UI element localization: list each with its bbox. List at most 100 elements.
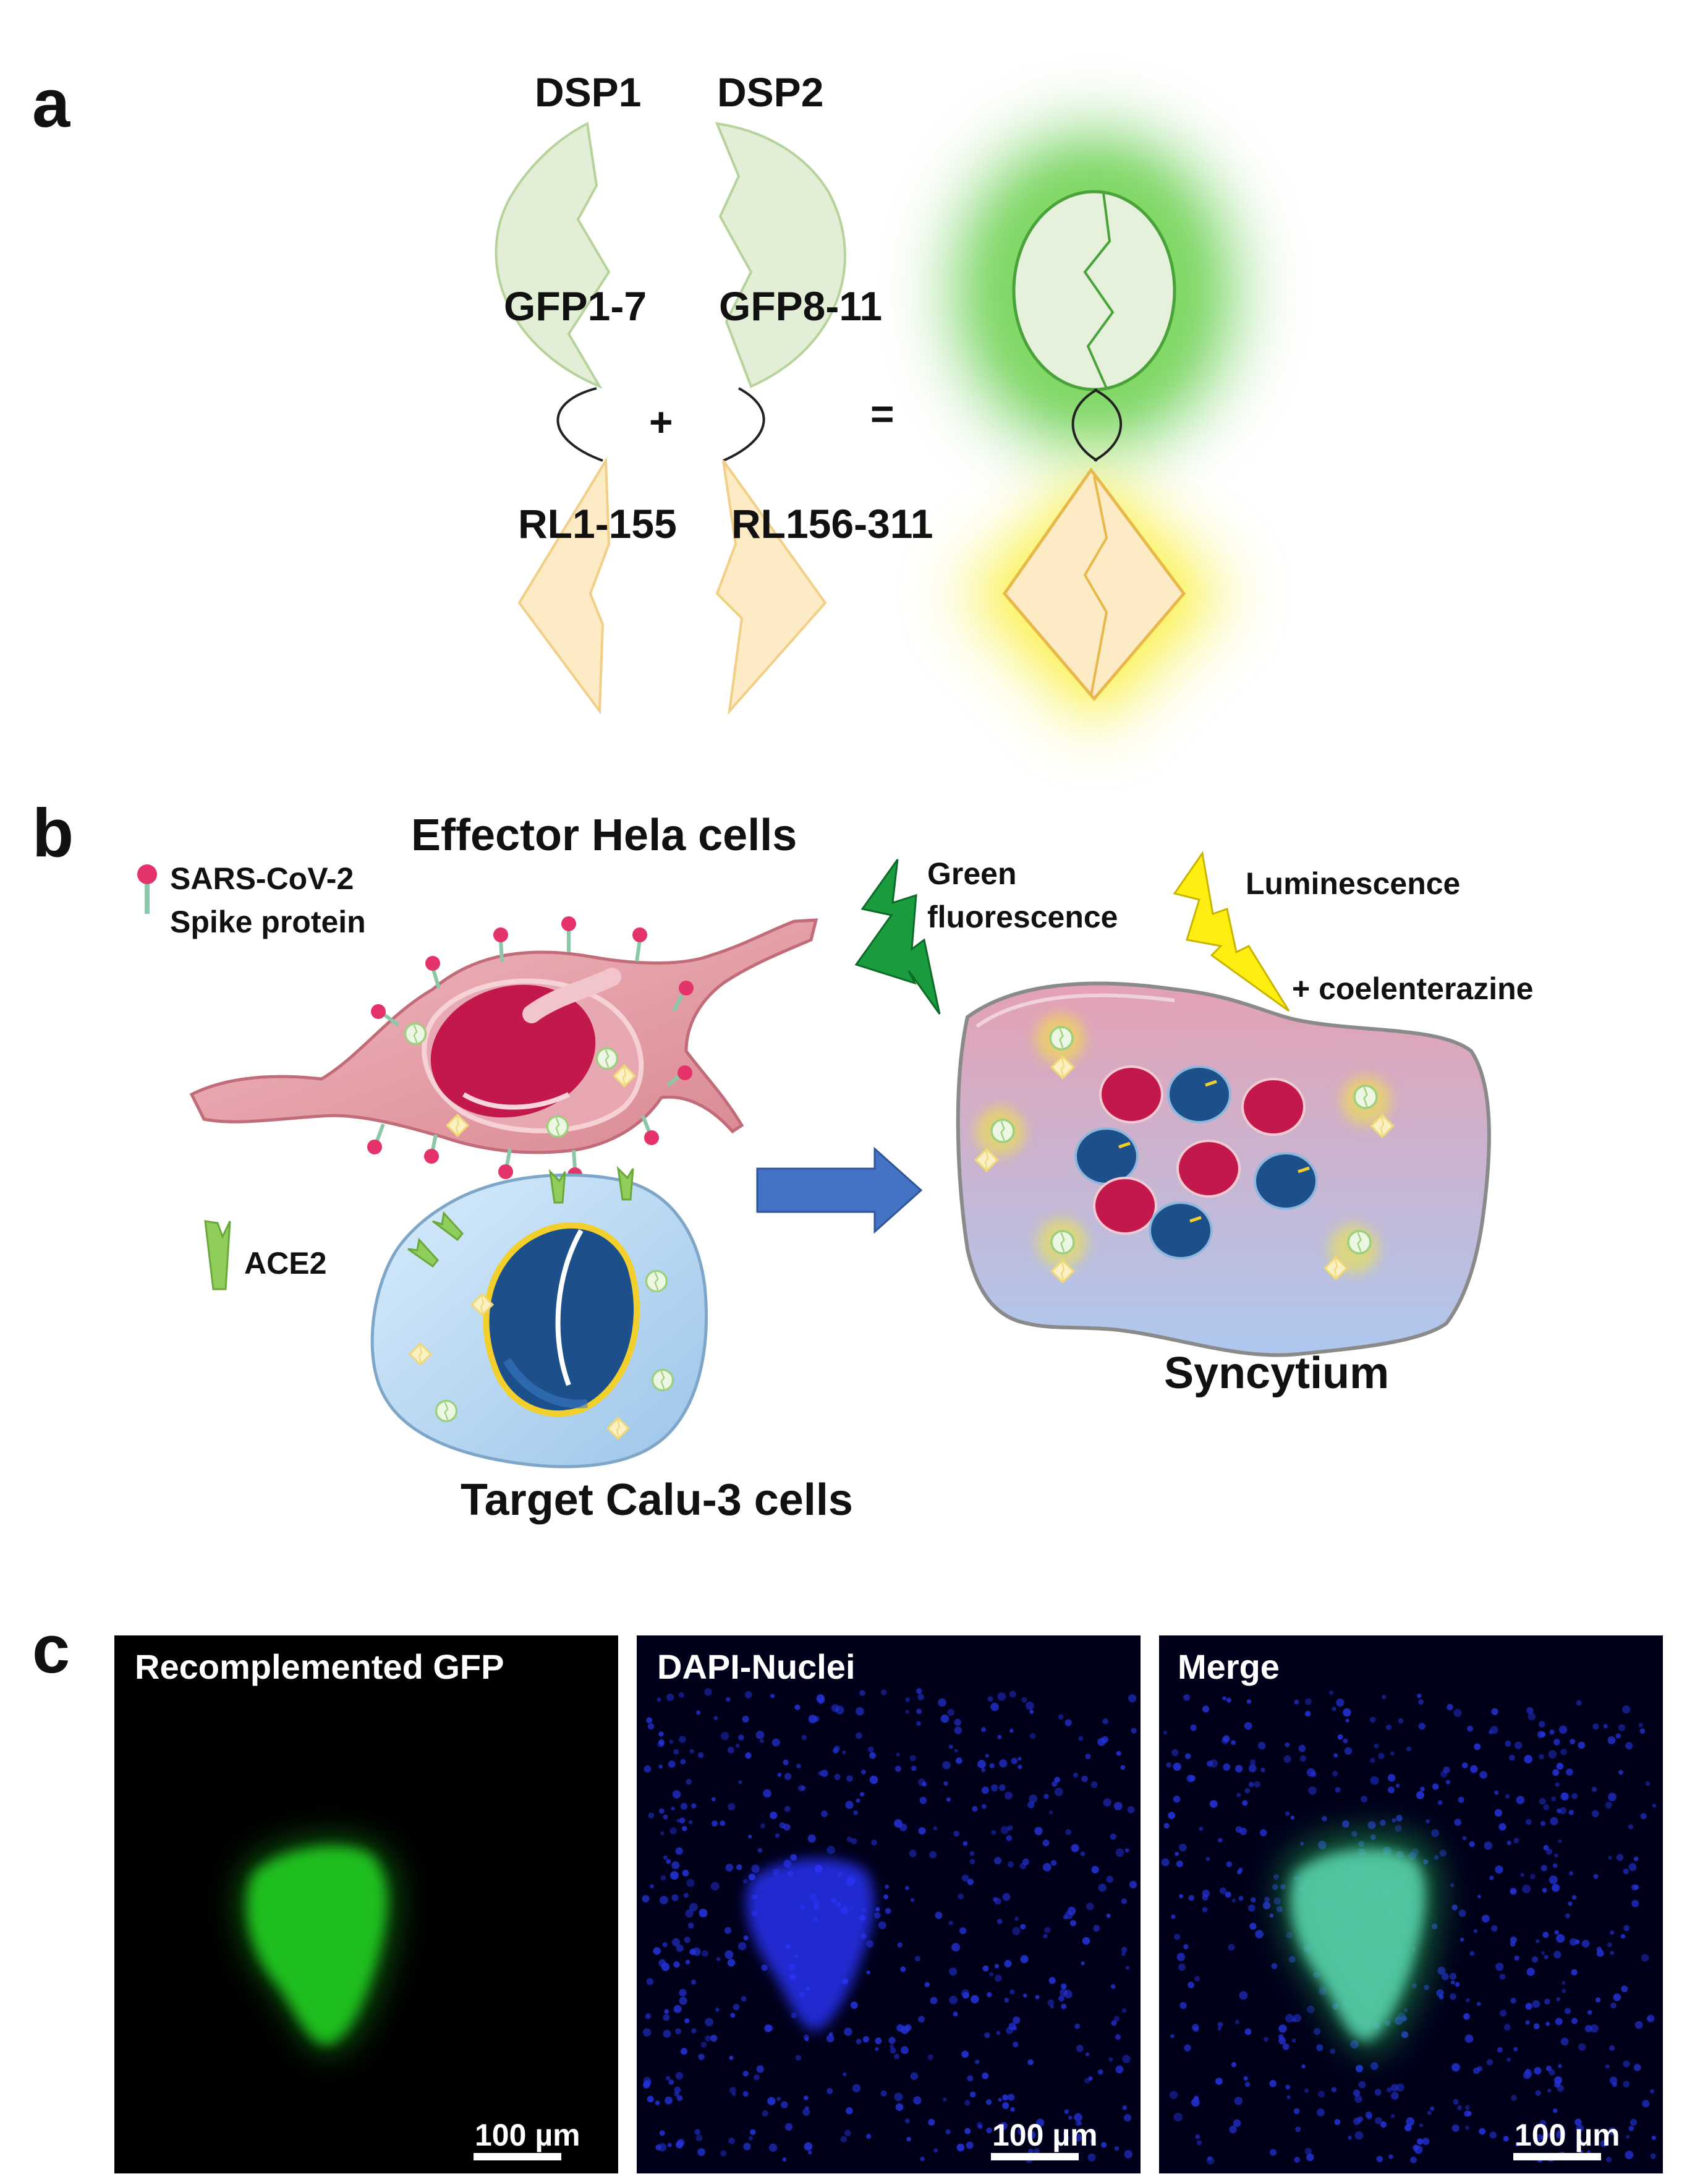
nucleus-dot bbox=[1166, 1762, 1171, 1768]
merge-scale-bar bbox=[1513, 2153, 1601, 2160]
nucleus-dot bbox=[1114, 1802, 1123, 1810]
nucleus-dot bbox=[1027, 2059, 1034, 2065]
nucleus-dot bbox=[1005, 1791, 1013, 1800]
nucleus-dot bbox=[1370, 1776, 1379, 1785]
nucleus-dot bbox=[1479, 1771, 1487, 1779]
nucleus-dot bbox=[1293, 2014, 1302, 2023]
nucleus-dot bbox=[673, 1961, 680, 1968]
nucleus-dot bbox=[664, 2009, 669, 2014]
nucleus-dot bbox=[982, 2072, 989, 2079]
nucleus-dot bbox=[680, 1758, 686, 1765]
nucleus-dot bbox=[1012, 2026, 1018, 2031]
nucleus-dot bbox=[894, 2092, 903, 2102]
nucleus-dot bbox=[1503, 2136, 1509, 2142]
nucleus-dot bbox=[1215, 2078, 1223, 2086]
nucleus-dot bbox=[1367, 1821, 1376, 1830]
gfp8-11-fragment bbox=[715, 122, 846, 388]
nucleus-dot bbox=[1070, 1920, 1076, 1927]
nucleus-dot bbox=[1382, 1695, 1387, 1700]
nucleus-dot bbox=[1380, 1820, 1386, 1826]
nucleus-dot bbox=[1188, 1981, 1195, 1989]
nucleus-dot bbox=[769, 2143, 778, 2152]
nucleus-dot bbox=[1539, 1721, 1545, 1728]
nucleus-dot bbox=[1514, 1741, 1523, 1749]
nucleus-dot bbox=[954, 1749, 958, 1753]
nucleus-dot bbox=[1108, 2057, 1113, 2062]
nucleus-dot bbox=[776, 2097, 781, 2101]
nucleus-dot bbox=[1618, 1724, 1626, 1731]
nucleus-dot bbox=[894, 1765, 901, 1772]
spike-legend-line1: SARS-CoV-2 bbox=[170, 861, 354, 896]
nucleus-dot bbox=[1316, 2044, 1323, 2052]
nucleus-dot bbox=[1259, 1829, 1267, 1836]
nucleus-dot bbox=[679, 1989, 687, 1997]
nucleus-dot bbox=[964, 2100, 971, 2106]
nucleus-dot bbox=[1513, 1838, 1519, 1844]
nucleus-dot bbox=[1195, 2134, 1200, 2139]
nucleus-dot bbox=[949, 1967, 958, 1976]
nucleus-dot bbox=[1647, 2016, 1651, 2021]
nucleus-dot bbox=[1234, 2097, 1243, 2105]
nucleus-dot bbox=[1516, 1796, 1525, 1804]
nucleus-dot bbox=[1300, 1841, 1304, 1846]
nucleus-dot bbox=[1608, 2127, 1617, 2135]
nucleus-dot bbox=[1106, 1875, 1114, 1883]
syncytium bbox=[956, 981, 1491, 1357]
nucleus-dot bbox=[1231, 1740, 1236, 1746]
nucleus-dot bbox=[1291, 2038, 1296, 2043]
nucleus-dot bbox=[1075, 2120, 1081, 2126]
nucleus-dot bbox=[1175, 1851, 1179, 1856]
nucleus-dot bbox=[1121, 1946, 1128, 1953]
nucleus-dot bbox=[1242, 1800, 1248, 1806]
nucleus-dot bbox=[751, 1864, 760, 1873]
nucleus-dot bbox=[1544, 1954, 1549, 1959]
nucleus-dot bbox=[885, 1884, 890, 1889]
target-calu3-cell bbox=[370, 1166, 708, 1469]
nucleus-dot bbox=[1440, 1770, 1447, 1778]
nucleus-dot bbox=[1570, 1739, 1576, 1745]
nucleus-dot bbox=[1017, 2128, 1025, 2136]
ace2-receptors bbox=[407, 1166, 634, 1268]
nucleus-dot bbox=[720, 1820, 726, 1827]
nucleus-dot bbox=[1395, 1783, 1400, 1788]
nucleus-dot bbox=[1007, 1825, 1013, 1831]
nucleus-dot bbox=[1115, 1848, 1124, 1857]
nucleus-dot bbox=[1074, 2133, 1082, 2142]
nucleus-dot bbox=[1084, 2078, 1090, 2084]
nucleus-dot bbox=[943, 1781, 948, 1786]
nucleus-dot bbox=[1536, 2134, 1543, 2142]
nucleus-dot bbox=[730, 2013, 736, 2018]
nucleus-dot bbox=[915, 1956, 920, 1962]
nucleus-dot bbox=[905, 1710, 909, 1714]
nucleus-dot bbox=[1465, 2125, 1470, 2130]
nucleus-dot bbox=[1294, 2157, 1300, 2163]
nucleus-dot bbox=[1344, 1747, 1353, 1755]
nucleus-dot bbox=[1218, 1838, 1223, 1843]
nucleus-dot bbox=[1552, 1883, 1560, 1892]
nucleus-dot bbox=[1570, 1938, 1578, 1946]
nucleus-dot bbox=[894, 2053, 899, 2060]
nucleus-dot bbox=[1063, 2134, 1070, 2141]
nucleus-dot bbox=[1018, 1764, 1022, 1770]
nucleus-dot bbox=[1581, 1940, 1590, 1948]
nucleus-dot bbox=[1071, 1844, 1079, 1852]
nucleus-dot bbox=[843, 2072, 847, 2077]
nucleus-dot bbox=[1090, 1781, 1098, 1788]
nucleus-dot bbox=[682, 1869, 689, 1877]
nucleus-dot bbox=[1074, 2023, 1081, 2029]
nucleus-dot bbox=[738, 1942, 747, 1951]
nucleus-dot bbox=[1064, 1719, 1072, 1726]
panel-c-letter: c bbox=[32, 1611, 70, 1687]
nucleus-dot bbox=[1271, 1963, 1278, 1969]
nucleus-dot bbox=[1458, 1909, 1466, 1917]
nucleus-dot bbox=[994, 1857, 1002, 1865]
nucleus-dot bbox=[1020, 1924, 1026, 1930]
nucleus-dot bbox=[741, 1996, 747, 2002]
nucleus-dot bbox=[1542, 1888, 1547, 1893]
nucleus-dot bbox=[759, 1739, 764, 1744]
ace2-legend: ACE2 bbox=[204, 1220, 326, 1290]
nucleus-dot bbox=[1113, 2016, 1120, 2022]
nucleus-dot bbox=[1034, 1827, 1043, 1835]
nucleus-dot bbox=[1047, 1999, 1055, 2006]
nucleus-dot bbox=[676, 1944, 684, 1952]
